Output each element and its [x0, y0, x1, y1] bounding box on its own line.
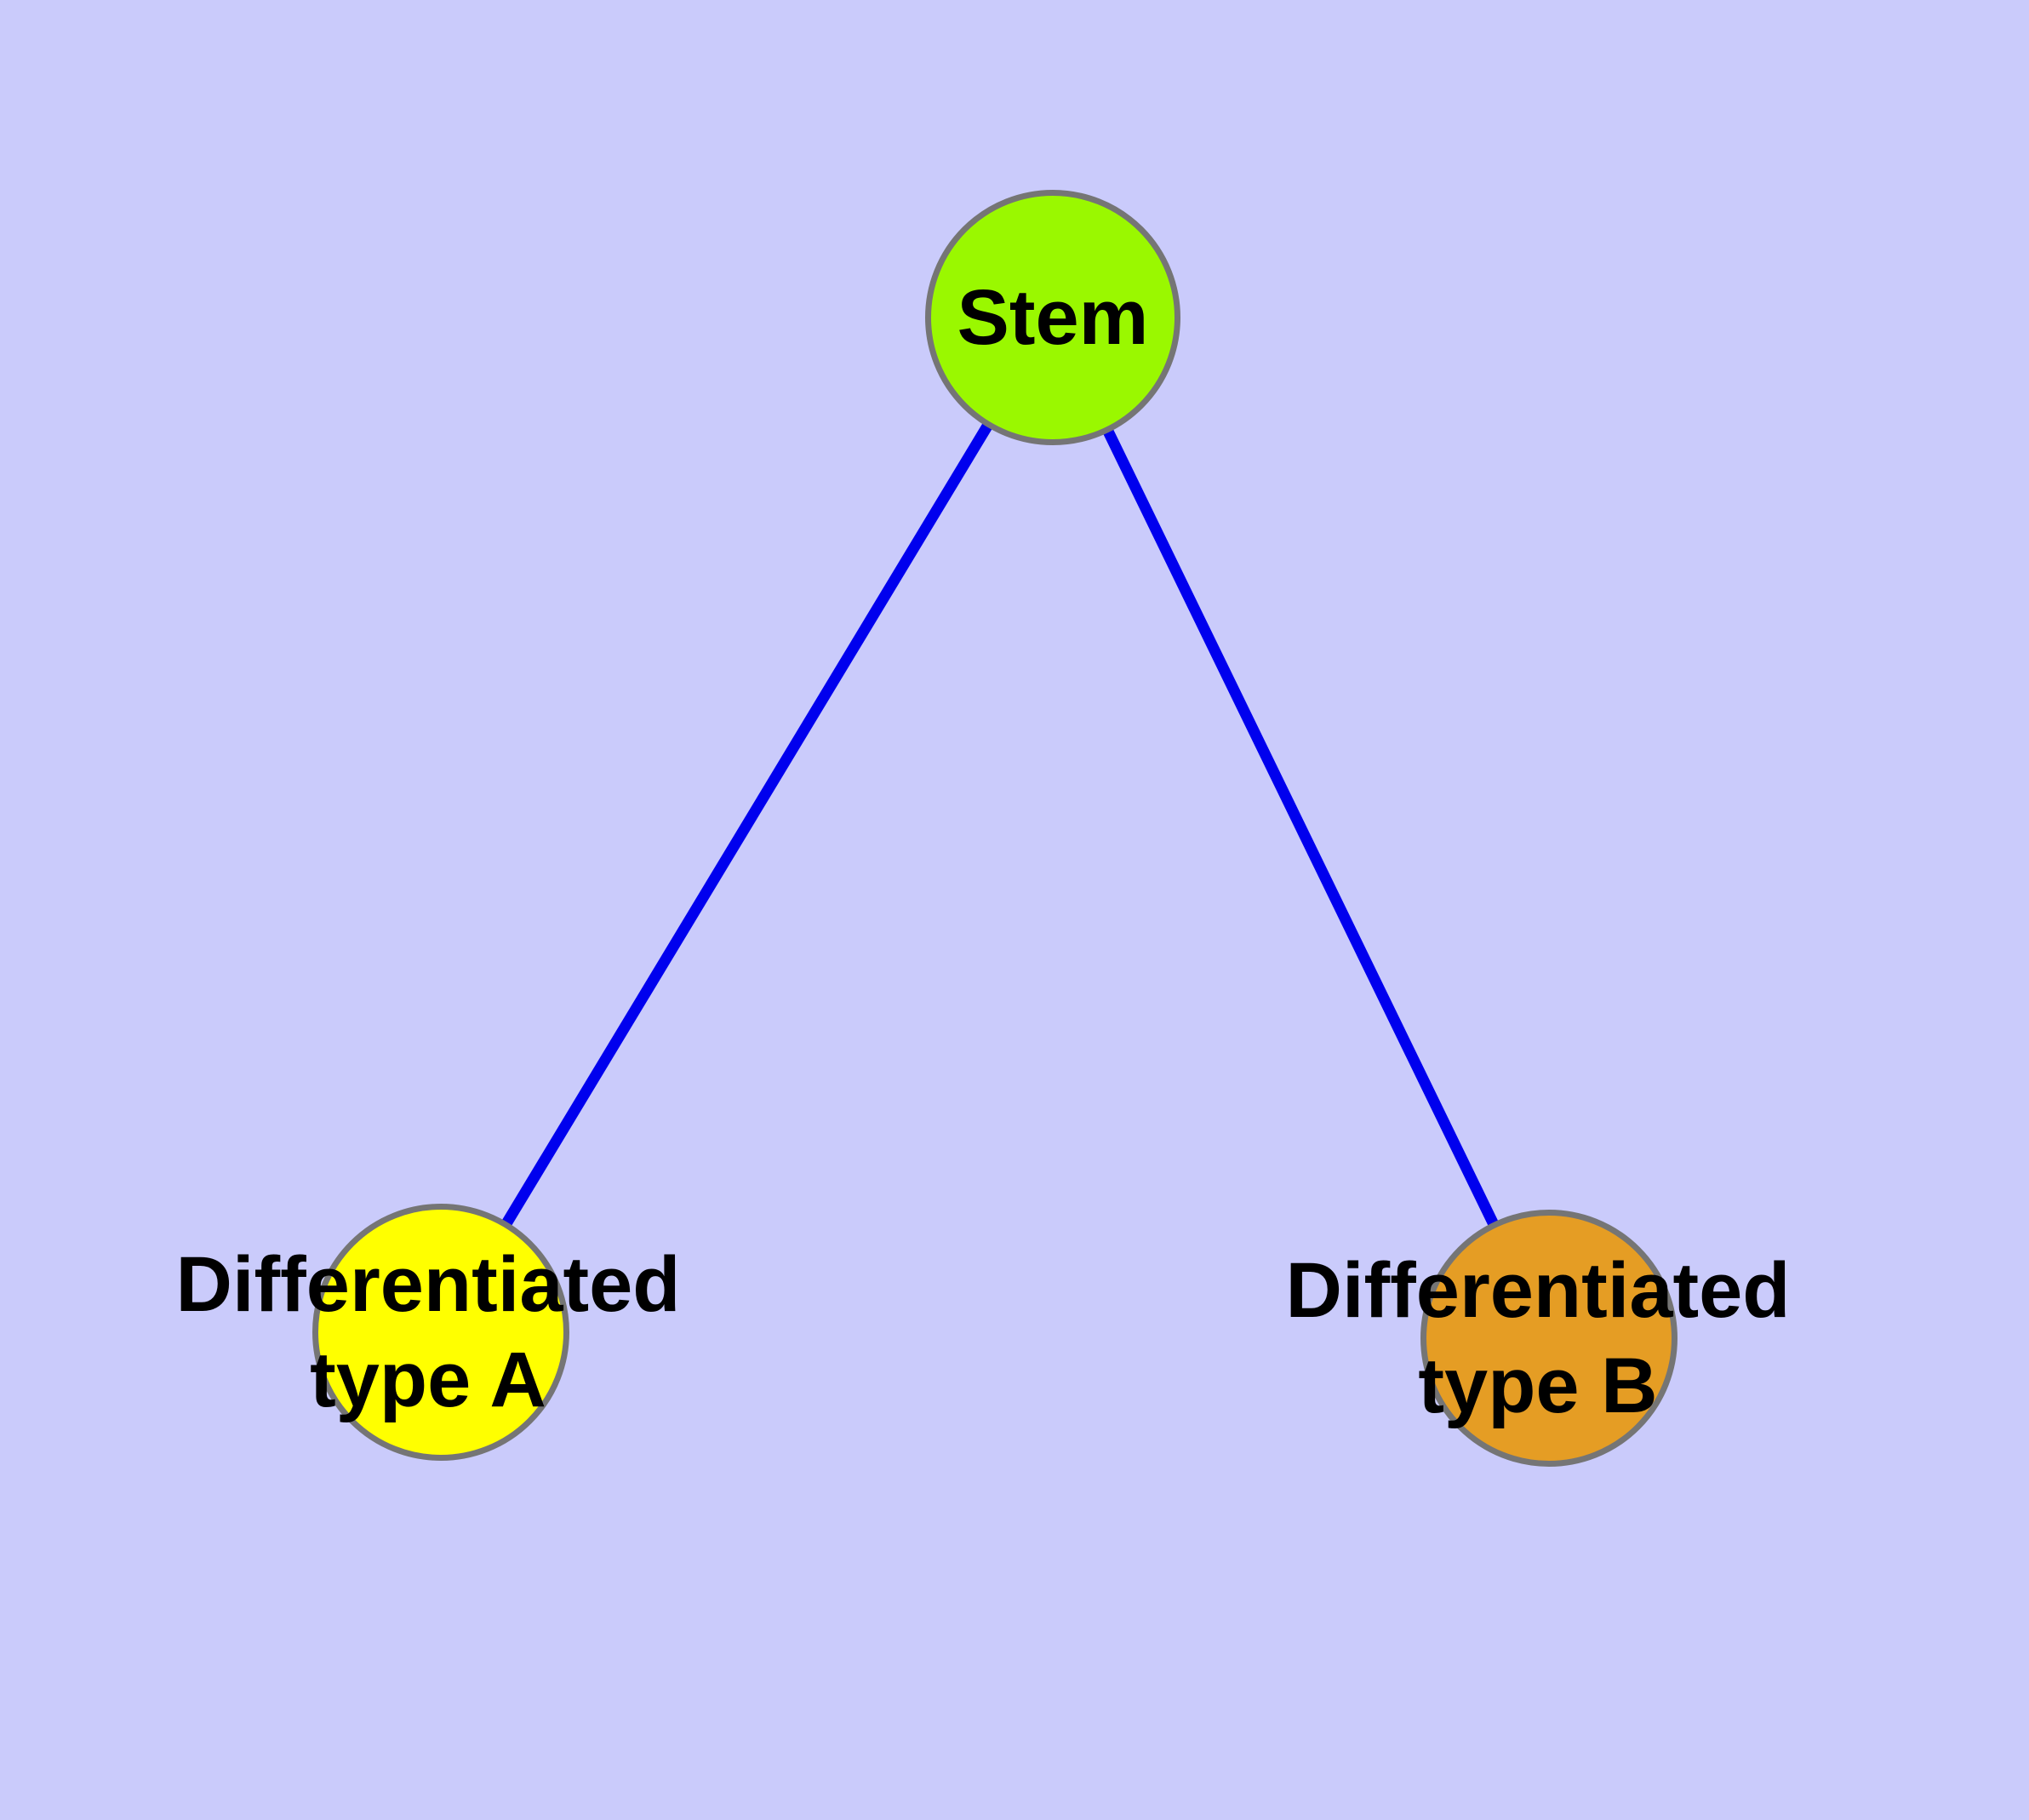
node-type-b-label-line-1: Differentiated	[1285, 1247, 1791, 1334]
node-stem-label-line: Stem	[957, 274, 1149, 361]
node-type-a-label: Differentiated type A	[79, 1237, 777, 1428]
edge-stem-to-type-a	[436, 314, 1058, 1336]
node-differentiated-type-b	[1420, 1210, 1677, 1467]
node-type-a-label-line-2: type A	[310, 1336, 546, 1423]
node-stem	[925, 190, 1180, 445]
edge-stem-to-type-b	[1048, 315, 1554, 1341]
node-differentiated-type-a	[312, 1204, 569, 1461]
node-type-b-label-line-2: type B	[1418, 1342, 1658, 1429]
node-type-a-label-line-1: Differentiated	[175, 1241, 681, 1328]
node-stem-label: Stem	[704, 270, 1402, 365]
node-type-b-label: Differentiated type B	[1189, 1243, 1887, 1434]
